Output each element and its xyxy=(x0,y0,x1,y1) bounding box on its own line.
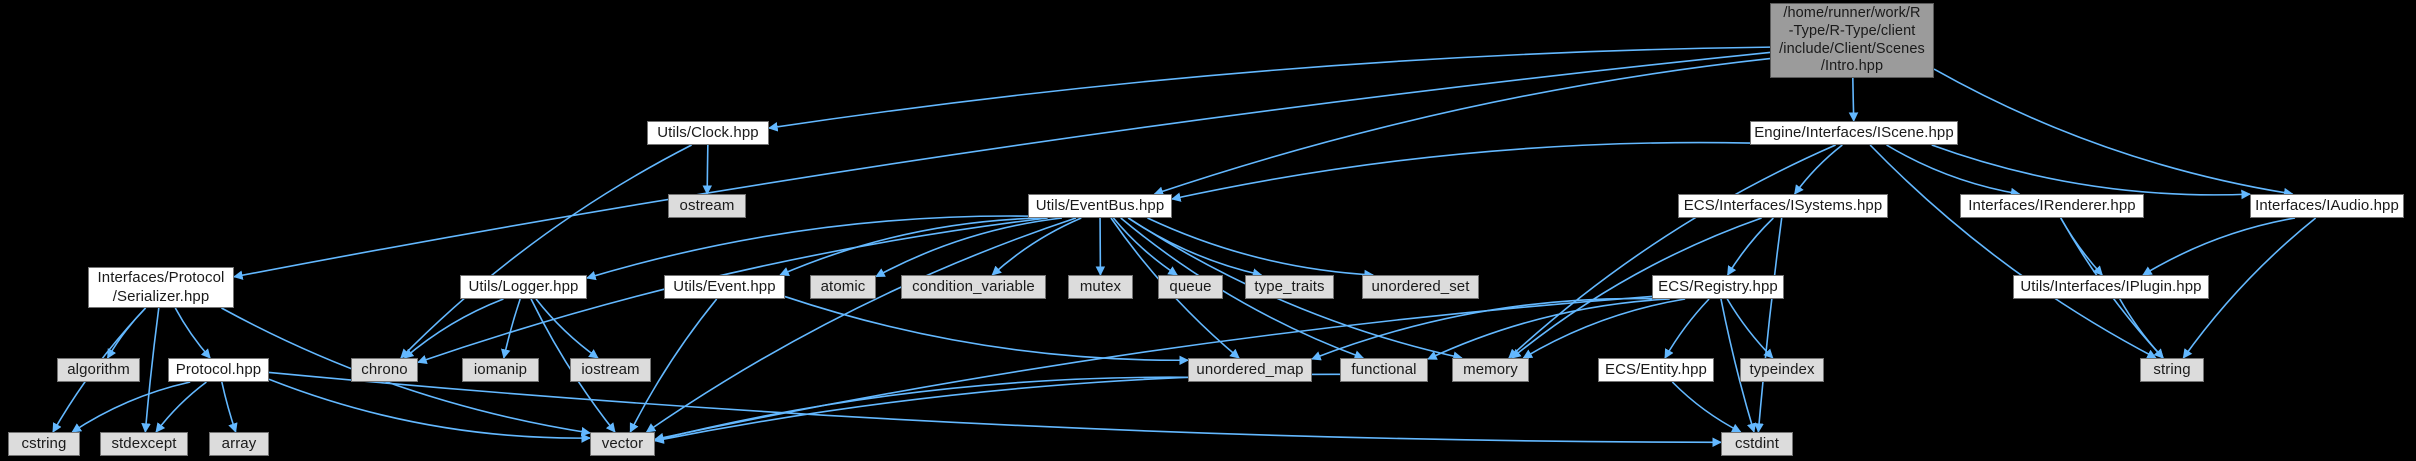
graph-node-cstdint[interactable]: cstdint xyxy=(1721,432,1793,456)
graph-edge xyxy=(1427,298,1670,360)
graph-edge xyxy=(702,144,713,195)
graph-edge xyxy=(174,307,211,359)
graph-edge xyxy=(268,371,1722,448)
graph-edge xyxy=(2142,217,2296,276)
graph-node-vector[interactable]: vector xyxy=(590,432,655,456)
graph-edge xyxy=(535,298,599,359)
graph-edge xyxy=(233,51,1771,280)
graph-edge xyxy=(403,298,504,359)
graph-edge xyxy=(1726,298,1774,359)
graph-edge xyxy=(586,215,1029,281)
graph-edge xyxy=(268,378,591,443)
graph-edge xyxy=(1933,68,2294,198)
graph-node-string[interactable]: string xyxy=(2140,358,2204,382)
graph-edge xyxy=(991,217,1082,276)
graph-edge xyxy=(1664,298,1710,359)
graph-edge xyxy=(1886,144,2021,198)
graph-node-iomanip[interactable]: iomanip xyxy=(462,358,539,382)
graph-node-isystems[interactable]: ECS/Interfaces/ISystems.hpp xyxy=(1678,194,1888,218)
graph-node-intro[interactable]: /home/runner/work/R -Type/R-Type/client … xyxy=(1770,3,1934,78)
graph-edge xyxy=(71,381,191,433)
graph-node-array[interactable]: array xyxy=(209,432,269,456)
graph-node-stdexcept[interactable]: stdexcept xyxy=(100,432,188,456)
graph-edge xyxy=(2060,217,2103,276)
graph-node-iplugin[interactable]: Utils/Interfaces/IPlugin.hpp xyxy=(2013,275,2209,299)
graph-node-mutex[interactable]: mutex xyxy=(1068,275,1133,299)
graph-edge xyxy=(1171,141,1751,202)
graph-edge xyxy=(141,307,160,433)
graph-node-cstring[interactable]: cstring xyxy=(8,432,80,456)
graph-node-atomic[interactable]: atomic xyxy=(810,275,876,299)
graph-node-irenderer[interactable]: Interfaces/IRenderer.hpp xyxy=(1960,194,2144,218)
graph-node-ostream[interactable]: ostream xyxy=(668,194,746,218)
graph-node-typeindex[interactable]: typeindex xyxy=(1740,358,1824,382)
graph-edge xyxy=(1127,217,1263,278)
graph-edge xyxy=(1147,217,1374,280)
graph-edge xyxy=(400,144,692,359)
graph-node-functional[interactable]: functional xyxy=(1340,358,1428,382)
graph-edge xyxy=(2119,298,2164,359)
graph-edge xyxy=(1508,144,1836,359)
graph-node-registry[interactable]: ECS/Registry.hpp xyxy=(1652,275,1784,299)
graph-edge xyxy=(875,217,1063,278)
graph-node-memory[interactable]: memory xyxy=(1452,358,1529,382)
graph-edge xyxy=(1522,298,1686,359)
graph-node-queue[interactable]: queue xyxy=(1158,275,1223,299)
graph-edge xyxy=(1153,57,1771,196)
graph-node-clock[interactable]: Utils/Clock.hpp xyxy=(647,121,769,145)
graph-node-iostream[interactable]: iostream xyxy=(570,358,651,382)
graph-edge xyxy=(1311,297,1653,361)
graph-edge xyxy=(1848,77,1859,122)
graph-node-unorderedmap[interactable]: unordered_map xyxy=(1188,358,1312,382)
graph-node-chrono[interactable]: chrono xyxy=(351,358,418,382)
graph-edge xyxy=(106,307,147,359)
graph-edge xyxy=(784,295,1189,366)
graph-edge xyxy=(779,217,1045,277)
graph-edge xyxy=(1931,144,2251,200)
graph-node-eventbus[interactable]: Utils/EventBus.hpp xyxy=(1028,194,1172,218)
graph-node-serializer[interactable]: Interfaces/Protocol /Serializer.hpp xyxy=(88,267,234,308)
graph-edge xyxy=(654,373,1341,444)
graph-node-typetraits[interactable]: type_traits xyxy=(1245,275,1334,299)
graph-node-logger[interactable]: Utils/Logger.hpp xyxy=(460,275,587,299)
graph-node-algorithm[interactable]: algorithm xyxy=(57,358,140,382)
graph-node-protocol[interactable]: Protocol.hpp xyxy=(168,358,269,382)
graph-node-unorderedset[interactable]: unordered_set xyxy=(1362,275,1479,299)
graph-edge xyxy=(1112,217,1178,276)
graph-edge xyxy=(221,381,238,433)
graph-edge xyxy=(155,381,207,433)
graph-edge xyxy=(1754,217,1783,433)
graph-edge xyxy=(768,46,1771,132)
graph-node-condvar[interactable]: condition_variable xyxy=(901,275,1046,299)
graph-node-event[interactable]: Utils/Event.hpp xyxy=(664,275,785,299)
graph-edge xyxy=(1671,381,1742,433)
graph-edge xyxy=(1726,217,1774,276)
graph-edge xyxy=(654,376,1189,443)
graph-edge xyxy=(1869,144,2157,359)
graph-node-iaudio[interactable]: Interfaces/IAudio.hpp xyxy=(2250,194,2404,218)
graph-edge xyxy=(1794,144,1843,195)
graph-node-iscene[interactable]: Engine/Interfaces/IScene.hpp xyxy=(1750,121,1958,145)
graph-edge xyxy=(645,217,1077,433)
graph-node-entity[interactable]: ECS/Entity.hpp xyxy=(1598,358,1714,382)
graph-edge xyxy=(500,298,521,359)
